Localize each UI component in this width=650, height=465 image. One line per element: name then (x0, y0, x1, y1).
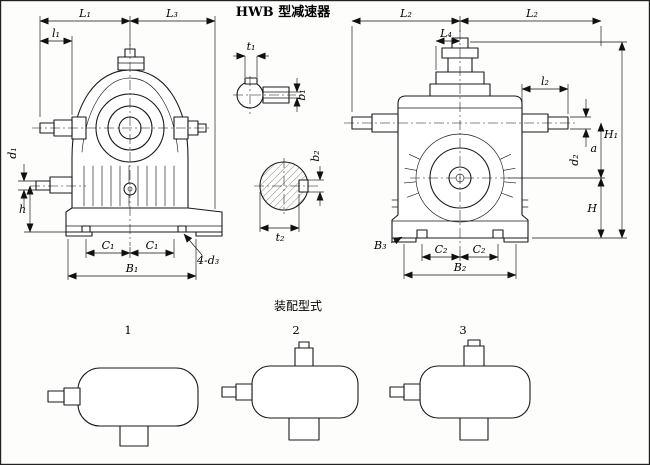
top-cap (117, 56, 145, 71)
assembly-type-1-number: 1 (124, 323, 131, 337)
type2-top-shaft (294, 347, 314, 369)
cooling-fins (83, 165, 175, 207)
shaft-section-dimensions: t₁ b₁ b₂ t₂ (233, 40, 324, 244)
type3-top-shaft (463, 345, 485, 369)
dim-d1-label: d₁ (6, 147, 19, 158)
dim-B3-label: B₃ (373, 239, 387, 252)
dim-t2-label: t₂ (276, 231, 285, 244)
assembly-type-2-drawing (221, 341, 359, 441)
side-foot-lip-right (503, 237, 529, 243)
side-edge-fins (391, 199, 529, 208)
dim-t1-label: t₁ (247, 40, 256, 53)
assembly-type-3-drawing (389, 339, 531, 441)
assembly-types-section: 装配型式 1 2 3 (47, 299, 531, 447)
type2-shaft-step (235, 383, 253, 401)
centerlines (30, 30, 576, 250)
type3-bottom-shaft (459, 417, 489, 441)
worm-shaft-step (49, 176, 73, 194)
dim-H-label: H (586, 202, 597, 215)
type1-shaft-end (47, 390, 65, 403)
dim-l1-label: l₁ (52, 27, 60, 40)
radial-fins (403, 153, 517, 198)
type2-top-knob (298, 341, 310, 349)
dim-L4-label: L₄ (439, 27, 452, 40)
foot-lip-left (65, 231, 93, 237)
type3-body (419, 365, 531, 419)
base-bolt-slot-left (416, 229, 428, 239)
dim-C2-right-label: C₂ (473, 243, 486, 256)
side-view-dimensions: L₂ L₂ L₄ l₂ H₁ a d₂ H B₃ C₂ C₂ (351, 7, 627, 279)
dim-H1-label: H₁ (603, 128, 618, 141)
base-bolt-slot-right (492, 229, 504, 239)
housing-inner-rib (81, 77, 179, 153)
dim-b2-label: b₂ (309, 150, 322, 161)
type3-top-knob (467, 339, 481, 347)
type2-shaft-end (221, 386, 237, 398)
keyway-notch-small (244, 77, 258, 85)
side-foot-lip-left (391, 237, 417, 243)
dim-C2-left-label: C₂ (435, 243, 448, 256)
dim-a-label: a (590, 142, 597, 155)
bolt-slot-right (177, 225, 187, 233)
dim-C1-right-label: C₁ (146, 239, 159, 252)
assembly-type-3-number: 3 (459, 323, 466, 337)
assembly-section-label: 装配型式 (274, 299, 322, 313)
dim-L1-label: L₁ (78, 7, 91, 20)
type3-shaft-step (403, 383, 421, 401)
bolt-note-label: 4-d₃ (196, 254, 219, 267)
assembly-type-1-drawing (47, 367, 199, 447)
type1-shaft-step (63, 387, 81, 406)
assembly-type-2-number: 2 (292, 323, 299, 337)
dim-d2-label: d₂ (568, 154, 581, 165)
dim-b1-label: b₁ (295, 89, 308, 100)
worm-shaft-end (35, 180, 51, 191)
type1-body (77, 367, 199, 427)
drawing-title: HWB 型减速器 (236, 4, 331, 20)
type3-shaft-end (389, 386, 405, 398)
dim-L2-right-label: L₂ (525, 7, 538, 20)
front-view (35, 48, 223, 237)
dim-h-label: h (19, 203, 26, 216)
dim-l2-label: l₂ (541, 75, 549, 88)
dim-B1-label: B₁ (125, 262, 139, 275)
dim-L2-left-label: L₂ (399, 7, 412, 20)
bolt-slot-left (81, 225, 91, 233)
front-view-dimensions: L₁ L₃ l₁ d₁ h C₁ C₁ B₁ 4-d₃ (6, 7, 219, 280)
dim-L3-label: L₃ (165, 7, 178, 20)
dim-C1-left-label: C₁ (102, 239, 115, 252)
type2-body (251, 365, 359, 419)
foot-lip-right (195, 231, 223, 237)
type1-bottom-shaft (119, 425, 149, 447)
type2-bottom-shaft (288, 417, 320, 441)
dim-B2-label: B₂ (453, 261, 467, 274)
